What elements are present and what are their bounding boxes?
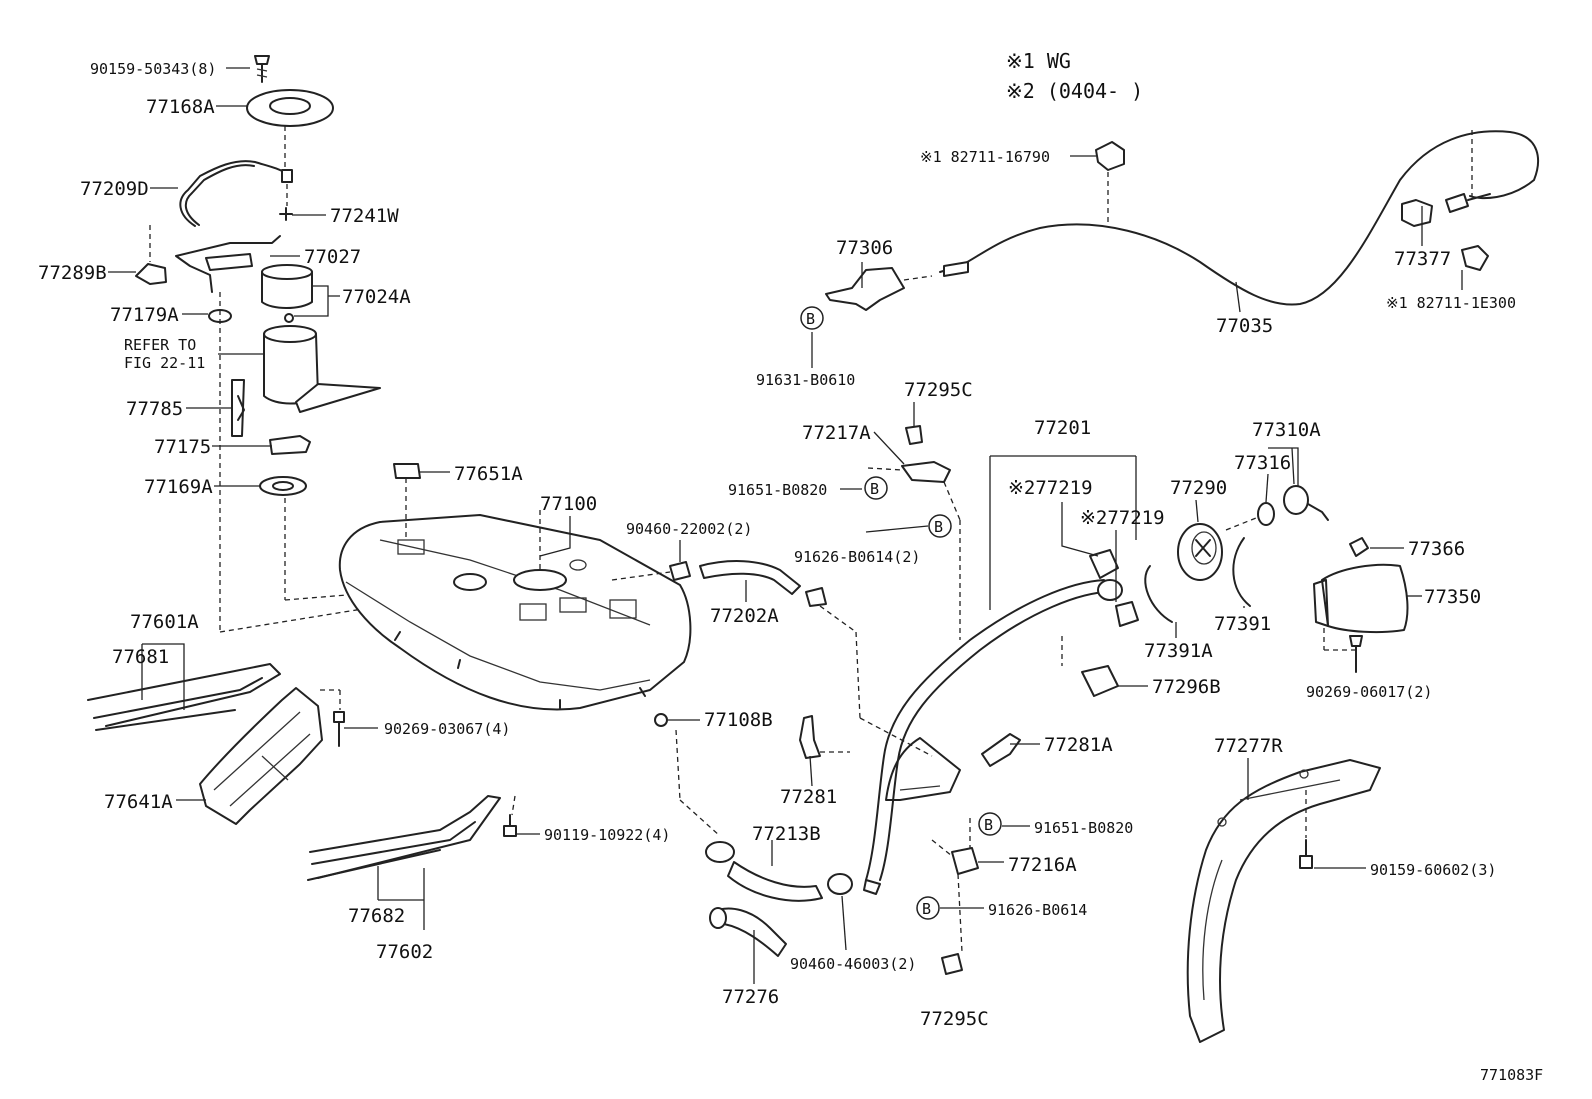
reference-line-2: FIG 22-11 bbox=[124, 354, 205, 372]
part-label: 77277R bbox=[1214, 735, 1283, 757]
part-label: 77281A bbox=[1044, 734, 1113, 756]
callout-b-markers: B B B B B bbox=[800, 306, 1002, 920]
part-label: ※277219 bbox=[1008, 477, 1093, 499]
part-label: 91631-B0610 bbox=[756, 371, 855, 389]
part-label: 77108B bbox=[704, 709, 773, 731]
filler-pipe-drawing bbox=[863, 455, 1137, 895]
part-labels: 90159-50343(8) 77168A 77209D 77241W 7702… bbox=[38, 60, 1516, 1030]
part-label: ※277219 bbox=[1080, 507, 1165, 529]
part-label: 77100 bbox=[540, 493, 597, 515]
part-label: 91626-B0614(2) bbox=[794, 548, 920, 566]
release-cable-drawing bbox=[825, 130, 1539, 311]
straps-drawing bbox=[87, 663, 517, 881]
leader-lines bbox=[108, 67, 1463, 984]
part-label: 77391A bbox=[1144, 640, 1213, 662]
part-label: 77306 bbox=[836, 237, 893, 259]
filler-cap-drawing bbox=[1089, 485, 1409, 673]
part-label: 77209D bbox=[80, 178, 149, 200]
part-label: 77169A bbox=[144, 476, 213, 498]
callout-b-2: B bbox=[870, 480, 879, 498]
part-label: 77295C bbox=[920, 1008, 989, 1030]
part-label: 77241W bbox=[330, 205, 399, 227]
part-label: 77027 bbox=[304, 246, 361, 268]
part-label: 77366 bbox=[1408, 538, 1465, 560]
part-label: 77290 bbox=[1170, 477, 1227, 499]
part-label: 77316 bbox=[1234, 452, 1291, 474]
callout-b-4: B bbox=[984, 816, 993, 834]
part-label: 77785 bbox=[126, 398, 183, 420]
part-label: 90269-03067(4) bbox=[384, 720, 510, 738]
part-label: 77168A bbox=[146, 96, 215, 118]
part-label: 77350 bbox=[1424, 586, 1481, 608]
part-label: ※1 82711-16790 bbox=[920, 148, 1050, 166]
part-label: 77217A bbox=[802, 422, 871, 444]
bolt-90119-drawing bbox=[503, 814, 517, 837]
part-label: 90460-22002(2) bbox=[626, 520, 752, 538]
part-label: 90159-50343(8) bbox=[90, 60, 216, 78]
brackets-drawing bbox=[867, 425, 1119, 975]
part-label: 77281 bbox=[780, 786, 837, 808]
callout-b-5: B bbox=[922, 900, 931, 918]
bolt-90269-drawing bbox=[333, 711, 345, 747]
part-label: 91626-B0614 bbox=[988, 901, 1087, 919]
part-label: 77391 bbox=[1214, 613, 1271, 635]
part-label: 90269-06017(2) bbox=[1306, 683, 1432, 701]
inner-fender-drawing bbox=[1186, 759, 1381, 1043]
note-2: ※2 (0404- ) bbox=[1006, 79, 1143, 103]
part-label: 77602 bbox=[376, 941, 433, 963]
note-1: ※1 WG bbox=[1006, 49, 1071, 73]
part-label: 91651-B0820 bbox=[728, 481, 827, 499]
fuel-tank-drawing bbox=[338, 463, 692, 711]
part-label: 77035 bbox=[1216, 315, 1273, 337]
part-label: 77179A bbox=[110, 304, 179, 326]
part-label: 77289B bbox=[38, 262, 107, 284]
part-label: 77202A bbox=[710, 605, 779, 627]
part-label: 77201 bbox=[1034, 417, 1091, 439]
part-label: 90159-60602(3) bbox=[1370, 861, 1496, 879]
part-label: 77682 bbox=[348, 905, 405, 927]
part-label: 90460-46003(2) bbox=[790, 955, 916, 973]
part-label: 77216A bbox=[1008, 854, 1077, 876]
part-label: 77651A bbox=[454, 463, 523, 485]
part-label: 77024A bbox=[342, 286, 411, 308]
part-label: ※1 82711-1E300 bbox=[1386, 294, 1516, 312]
part-label: 77641A bbox=[104, 791, 173, 813]
part-label: 77175 bbox=[154, 436, 211, 458]
part-label: 77296B bbox=[1152, 676, 1221, 698]
reference-line-1: REFER TO bbox=[124, 336, 196, 354]
reference-note: REFER TO FIG 22-11 bbox=[124, 336, 205, 372]
part-label: 77377 bbox=[1394, 248, 1451, 270]
hoses-drawing bbox=[611, 560, 933, 957]
part-label: 77276 bbox=[722, 986, 779, 1008]
figure-id: 771083F bbox=[1480, 1066, 1543, 1084]
part-label: 77601A bbox=[130, 611, 199, 633]
part-label: 77310A bbox=[1252, 419, 1321, 441]
part-label: 90119-10922(4) bbox=[544, 826, 670, 844]
callout-b-1: B bbox=[806, 310, 815, 328]
part-label: 91651-B0820 bbox=[1034, 819, 1133, 837]
bolt-drawing bbox=[254, 55, 270, 83]
callout-b-3: B bbox=[934, 518, 943, 536]
part-label: 77213B bbox=[752, 823, 821, 845]
part-label: 77295C bbox=[904, 379, 973, 401]
part-label: 77681 bbox=[112, 646, 169, 668]
